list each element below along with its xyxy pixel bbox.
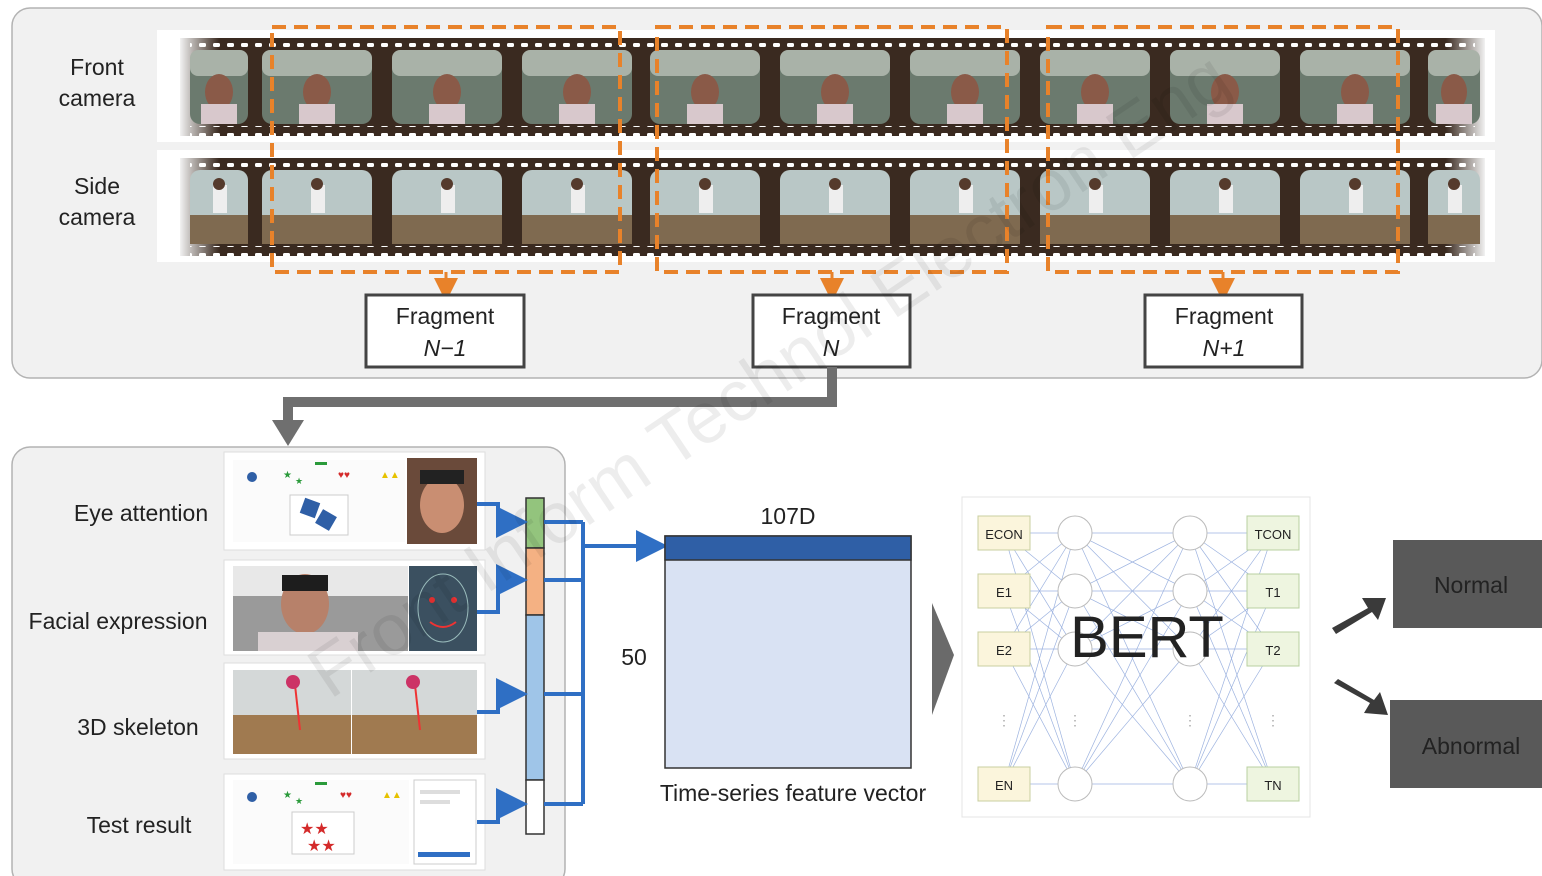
arrow-to-normal (1332, 598, 1386, 634)
svg-text:▲▲: ▲▲ (380, 470, 400, 481)
bert-hidden-ellipsis: ⋮ (1183, 712, 1197, 728)
svg-text:TCON: TCON (1255, 527, 1292, 542)
svg-text:★★: ★★ (307, 838, 336, 855)
svg-text:TN: TN (1264, 778, 1281, 793)
svg-text:▲▲: ▲▲ (382, 790, 402, 801)
front-frame (910, 50, 1020, 124)
svg-text:ECON: ECON (985, 527, 1023, 542)
feature-matrix-header-row (665, 536, 911, 560)
matrix-to-bert-arrow (932, 603, 954, 715)
arrow-to-abnormal (1334, 679, 1388, 715)
side-film-holes-top (190, 158, 1475, 168)
matrix-height-label: 50 (621, 644, 647, 670)
front-camera-label-line1: Front (70, 54, 124, 80)
bert-hidden-node (1173, 767, 1207, 801)
bert-input-token-e1: E1 (978, 574, 1030, 608)
svg-text:★★: ★★ (300, 821, 329, 838)
front-frame (190, 50, 248, 124)
feature-segment-skeleton (526, 615, 544, 780)
fragment-label-1-line2: N−1 (424, 335, 467, 361)
bert-input-token-e2: E2 (978, 632, 1030, 666)
side-frame (522, 170, 632, 244)
bert-hidden-node (1173, 516, 1207, 550)
front-frame (650, 50, 760, 124)
bert-title: BERT (1070, 605, 1224, 670)
feature-matrix-body (665, 536, 911, 768)
bert-output-token-t2: T2 (1247, 632, 1299, 666)
svg-text:★: ★ (295, 796, 303, 806)
side-frame (392, 170, 502, 244)
svg-text:E1: E1 (996, 585, 1012, 600)
bert-input-token-econ: ECON (978, 516, 1030, 550)
modality-label-test-result: Test result (87, 812, 192, 838)
svg-text:T2: T2 (1265, 643, 1280, 658)
side-frame (650, 170, 760, 244)
modality-label-facial-expression: Facial expression (29, 608, 208, 634)
bert-input-ellipsis: ⋮ (997, 712, 1011, 728)
front-frame (392, 50, 502, 124)
side-camera-label-line2: camera (59, 204, 136, 230)
output-abnormal-label: Abnormal (1422, 733, 1520, 759)
bert-hidden-node (1173, 574, 1207, 608)
bert-hidden-node (1058, 767, 1092, 801)
front-film-holes-bottom (190, 126, 1475, 136)
eye-attention-thumbnail: ★ ★ ♥♥ ▲▲ (224, 452, 485, 550)
fragment-label-3-line2: N+1 (1203, 335, 1246, 361)
bert-hidden-ellipsis: ⋮ (1068, 712, 1082, 728)
front-camera-label-line2: camera (59, 85, 136, 111)
front-frame (1428, 50, 1480, 124)
side-frame (1428, 170, 1480, 244)
side-frame (780, 170, 890, 244)
side-frame (1300, 170, 1410, 244)
svg-text:EN: EN (995, 778, 1013, 793)
bert-output-token-tn: TN (1247, 767, 1299, 801)
bert-hidden-node (1058, 516, 1092, 550)
side-camera-label-line1: Side (74, 173, 120, 199)
svg-text:♥♥: ♥♥ (338, 470, 350, 481)
bert-output-token-tcon: TCON (1247, 516, 1299, 550)
side-frame (190, 170, 248, 244)
front-frame (1300, 50, 1410, 124)
modality-label-3d-skeleton: 3D skeleton (77, 714, 198, 740)
svg-text:♥♥: ♥♥ (340, 790, 352, 801)
front-frame (780, 50, 890, 124)
bert-hidden-node (1058, 574, 1092, 608)
fragment-label-3-line1: Fragment (1175, 303, 1274, 329)
svg-text:★: ★ (283, 790, 292, 801)
bert-output-token-t1: T1 (1247, 574, 1299, 608)
side-film-holes-bottom (190, 246, 1475, 256)
front-frame (522, 50, 632, 124)
front-film-holes-top (190, 38, 1475, 48)
svg-text:E2: E2 (996, 643, 1012, 658)
bert-input-token-en: EN (978, 767, 1030, 801)
matrix-caption: Time-series feature vector (660, 780, 927, 806)
fragment-label-1-line1: Fragment (396, 303, 495, 329)
svg-text:★: ★ (283, 470, 292, 481)
modality-label-eye-attention: Eye attention (74, 500, 208, 526)
side-frame (262, 170, 372, 244)
fragment-to-features-arrowhead (272, 420, 304, 446)
output-normal-label: Normal (1434, 572, 1508, 598)
matrix-width-label: 107D (761, 503, 816, 529)
side-frame (1170, 170, 1280, 244)
feature-segment-test (526, 780, 544, 834)
svg-text:T1: T1 (1265, 585, 1280, 600)
bert-output-ellipsis: ⋮ (1266, 712, 1280, 728)
svg-text:★: ★ (295, 476, 303, 486)
test-result-thumbnail: ★ ★ ♥♥ ▲▲ ★★ ★★ (224, 774, 485, 870)
front-frame (262, 50, 372, 124)
